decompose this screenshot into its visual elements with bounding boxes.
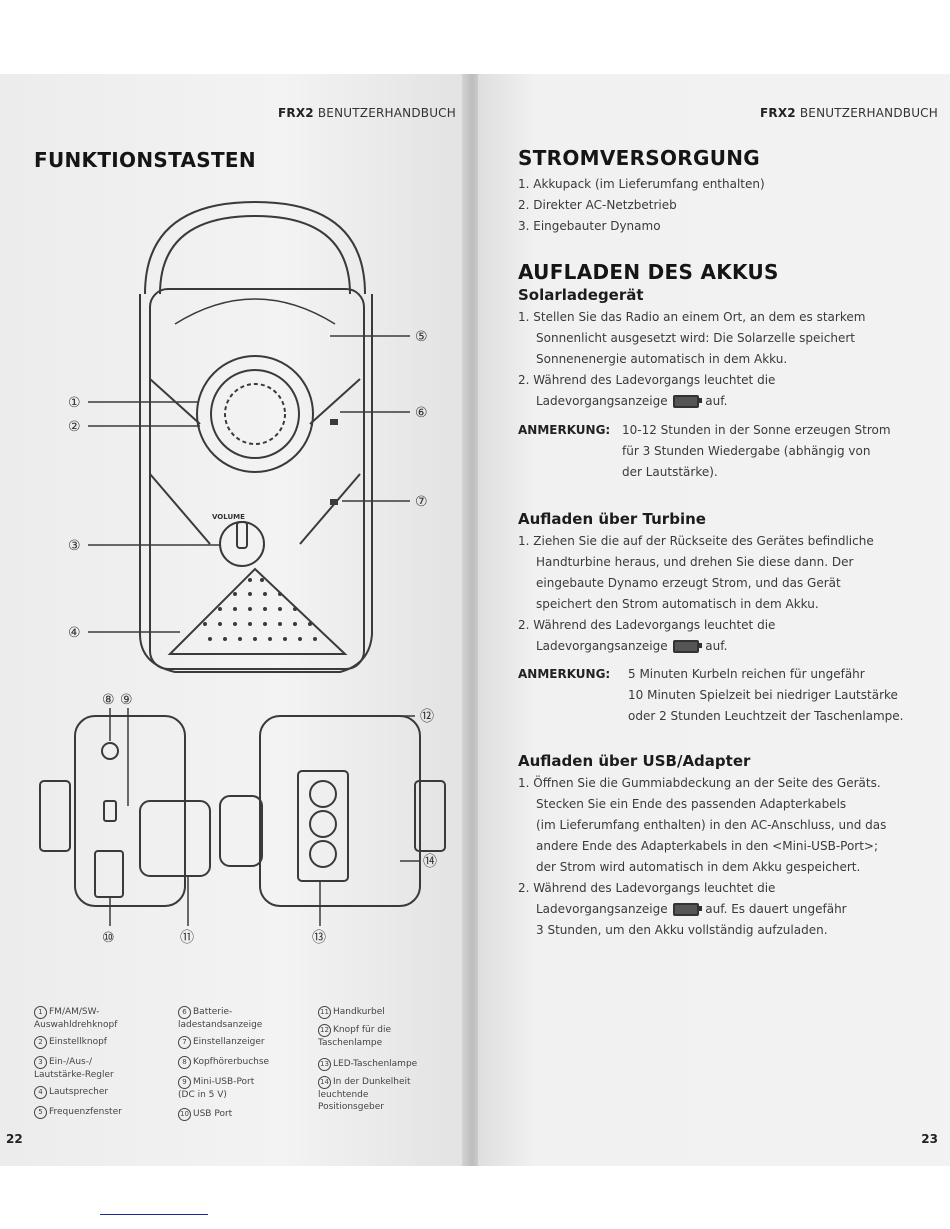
- text-line: (im Lieferumfang enthalten) in den AC-An…: [536, 818, 887, 832]
- page-number: 23: [921, 1132, 938, 1146]
- callout-4: ④: [68, 625, 81, 641]
- callout-6: ⑥: [415, 405, 428, 421]
- callout-10: ⑩: [102, 930, 115, 946]
- text-line: speichert den Strom automatisch in dem A…: [536, 597, 819, 611]
- right-page: FRX2 BENUTZERHANDBUCH STROMVERSORGUNG 1.…: [478, 74, 950, 1166]
- turbine-note: ANMERKUNG: 5 Minuten Kurbeln reichen für…: [518, 667, 904, 723]
- text-line: Ladevorgangsanzeige auf.: [536, 639, 728, 653]
- volume-label: VOLUME: [212, 513, 245, 521]
- text-line: 2. Während des Ladevorgangs leuchtet die: [518, 881, 776, 895]
- usb-title: Aufladen über USB/Adapter: [518, 752, 751, 770]
- running-head: FRX2 BENUTZERHANDBUCH: [760, 106, 938, 120]
- text-line: 2. Während des Ladevorgangs leuchtet die: [518, 618, 776, 632]
- text-line: 3 Stunden, um den Akku vollständig aufzu…: [536, 923, 828, 937]
- callout-9: ⑨: [120, 692, 133, 708]
- radio-side-diagram: ⑧ ⑨ ⑩ ⑪ ⑬ ⑫ ⑭: [39, 692, 446, 946]
- running-head: FRX2 BENUTZERHANDBUCH: [278, 106, 456, 120]
- text-line: Ladevorgangsanzeige auf.: [536, 394, 728, 408]
- radio-front-diagram: ① ② ③ ④ ⑤ ⑥ ⑦ VOLUME: [68, 200, 428, 673]
- callout-14: ⑭: [423, 854, 437, 870]
- power-list: 1. Akkupack (im Lieferumfang enthalten) …: [518, 174, 765, 237]
- text-line: 2. Während des Ladevorgangs leuchtet die: [518, 373, 776, 387]
- callout-8: ⑧: [102, 692, 115, 708]
- list-item: 1. Akkupack (im Lieferumfang enthalten): [518, 177, 765, 191]
- callout-7: ⑦: [415, 494, 428, 510]
- power-title: STROMVERSORGUNG: [518, 146, 761, 170]
- text-line: eingebaute Dynamo erzeugt Strom, und das…: [536, 576, 841, 590]
- callout-1: ①: [68, 395, 81, 411]
- list-item: 3. Eingebauter Dynamo: [518, 219, 661, 233]
- left-page: FRX2 BENUTZERHANDBUCH FUNKTIONSTASTEN: [0, 74, 470, 1166]
- list-item: 2. Direkter AC-Netzbetrieb: [518, 198, 677, 212]
- solar-title: Solarladegerät: [518, 286, 644, 304]
- text-line: Sonnenlicht ausgesetzt wird: Die Solarze…: [536, 331, 855, 345]
- turbine-text: 1. Ziehen Sie die auf der Rückseite des …: [518, 531, 938, 657]
- battery-indicator-icon: [673, 640, 703, 653]
- text-line: Ladevorgangsanzeige auf. Es dauert ungef…: [536, 902, 847, 916]
- text-line: Stecken Sie ein Ende des passenden Adapt…: [536, 797, 847, 811]
- text-line: Sonnenenergie automatisch in dem Akku.: [536, 352, 788, 366]
- callout-3: ③: [68, 538, 81, 554]
- solar-text: 1. Stellen Sie das Radio an einem Ort, a…: [518, 307, 938, 412]
- page-number: 22: [6, 1132, 23, 1146]
- text-line: Handturbine heraus, und drehen Sie diese…: [536, 555, 854, 569]
- text-line: 1. Öffnen Sie die Gummiabdeckung an der …: [518, 776, 881, 790]
- callout-11: ⑪: [180, 930, 194, 946]
- callout-12: ⑫: [420, 709, 434, 725]
- callout-5: ⑤: [415, 329, 428, 345]
- battery-indicator-icon: [673, 903, 703, 916]
- solar-note: ANMERKUNG: 10-12 Stunden in der Sonne er…: [518, 423, 891, 479]
- text-line: 1. Stellen Sie das Radio an einem Ort, a…: [518, 310, 866, 324]
- turbine-title: Aufladen über Turbine: [518, 510, 706, 528]
- text-line: der Strom wird automatisch in dem Akku g…: [536, 860, 861, 874]
- bottom-rule: [100, 1214, 208, 1215]
- battery-indicator-icon: [673, 395, 703, 408]
- usb-text: 1. Öffnen Sie die Gummiabdeckung an der …: [518, 773, 938, 941]
- text-line: andere Ende des Adapterkabels in den <Mi…: [536, 839, 879, 853]
- text-line: 1. Ziehen Sie die auf der Rückseite des …: [518, 534, 874, 548]
- callout-13: ⑬: [312, 930, 326, 946]
- page-title: FUNKTIONSTASTEN: [34, 148, 256, 172]
- callout-2: ②: [68, 419, 81, 435]
- charging-title: AUFLADEN DES AKKUS: [518, 260, 779, 284]
